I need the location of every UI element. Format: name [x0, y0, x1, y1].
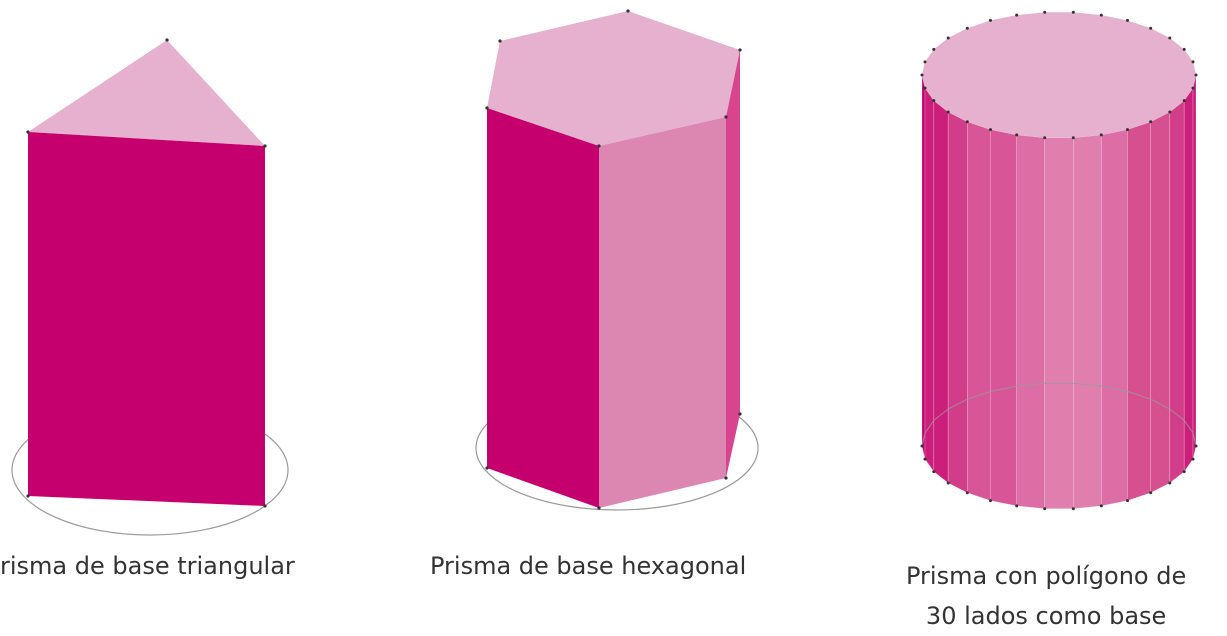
thirty-top-vertex: [1071, 10, 1075, 14]
thirty-side-face: [1169, 99, 1185, 484]
triangular-top-face: [28, 40, 265, 146]
thirty-side-face: [1101, 129, 1128, 507]
thirty-top-vertex: [946, 110, 950, 114]
thirty-top-vertex: [1126, 128, 1129, 132]
caption-triangular: risma de base triangular: [0, 552, 295, 580]
thirty-top-vertex: [1191, 86, 1195, 90]
caption-thirty-gon-line-2: 30 lados como base: [925, 602, 1167, 630]
hexagonal-vertices: [485, 9, 742, 510]
thirty-top-vertex: [1182, 47, 1186, 51]
thirty-top-vertex: [1015, 13, 1019, 17]
thirty-side-face: [1044, 137, 1074, 510]
caption-hexagonal-line-1: Prisma de base hexagonal: [430, 552, 747, 580]
thirty-top-vertex: [1126, 18, 1129, 22]
thirty-top-vertex: [1099, 13, 1103, 17]
thirty-top-vertex: [989, 18, 992, 22]
triangular-vertices: [26, 38, 267, 508]
thirty-top-vertex: [932, 99, 936, 103]
thirty-top-vertex: [989, 128, 992, 132]
thirty-side-face: [1127, 121, 1151, 502]
thirty-side-face: [1016, 134, 1045, 510]
thirty-top-vertex: [923, 60, 927, 64]
thirty-top-vertex: [1182, 99, 1186, 103]
thirty-side-face: [924, 87, 935, 473]
triangular-front-face: [28, 132, 265, 506]
thirty-top-vertex: [1043, 10, 1047, 14]
thirty-top-vertex: [965, 120, 969, 124]
thirty-side-face: [966, 121, 991, 502]
thirty-top-vertex: [1043, 136, 1047, 140]
thirty-top-vertex: [1015, 133, 1019, 137]
hexagonal-top-face: [487, 11, 740, 146]
thirty-side-face: [1183, 87, 1194, 473]
thirty-top-vertex: [1149, 120, 1153, 124]
thirty-side-face: [1150, 111, 1171, 494]
thirty-top-vertex: [1168, 36, 1172, 40]
thirty-top-vertex: [932, 47, 936, 51]
thirty-side-face: [921, 74, 926, 460]
thirty-side-face: [990, 129, 1018, 507]
caption-hexagonal: Prisma de base hexagonal: [430, 552, 746, 580]
thirty-top-vertex: [1149, 26, 1153, 30]
thirty-top-vertex: [1191, 60, 1195, 64]
caption-triangular-line-1: risma de base triangular: [0, 552, 295, 580]
thirty-bottom-vertex: [1149, 491, 1153, 495]
hexagonal-left-face: [487, 108, 599, 508]
thirty-bottom-vertex: [965, 491, 969, 495]
thirty-side-face: [947, 111, 968, 494]
thirty-top-vertex: [1071, 136, 1075, 140]
thirty-top-vertex: [946, 36, 950, 40]
thirty-bottom-vertex: [1099, 504, 1103, 508]
hexagonal-right-face: [599, 117, 726, 508]
hexagonal-side-face: [726, 50, 740, 478]
thirty-top-face: [922, 12, 1196, 138]
caption-thirty-gon: Prisma con polígono de 30 lados como bas…: [906, 556, 1186, 636]
thirty-side-face: [933, 99, 949, 484]
thirty-bottom-vertex: [1015, 504, 1019, 508]
thirty-top-vertex: [1168, 110, 1172, 114]
thirty-top-vertex: [965, 26, 969, 30]
thirty-bottom-vertex: [1182, 470, 1186, 474]
thirty-bottom-vertex: [920, 444, 924, 448]
thirty-hidden-base-edge: [921, 382, 1197, 447]
thirty-side-face: [1073, 134, 1102, 510]
triangular-prism: [11, 38, 289, 536]
thirty-side-face: [1192, 74, 1197, 460]
thirty-bottom-vertex: [1194, 444, 1198, 448]
thirty-bottom-vertex: [1043, 507, 1047, 511]
thirty-bottom-vertex: [1071, 507, 1075, 511]
thirty-top-vertex: [1099, 133, 1103, 137]
thirty-top-vertex: [923, 86, 927, 90]
thirty-top-vertex: [1194, 73, 1198, 77]
thirty-bottom-vertex: [932, 470, 936, 474]
thirty-bottom-vertex: [1168, 481, 1172, 485]
hexagonal-prism: [475, 9, 759, 511]
thirty-bottom-vertex: [1191, 457, 1195, 461]
thirty-bottom-vertex: [989, 499, 992, 503]
caption-thirty-gon-line-1: Prisma con polígono de: [906, 562, 1187, 590]
thirty-gon-prism: [920, 10, 1198, 511]
thirty-bottom-vertex: [946, 481, 950, 485]
thirty-bottom-vertex: [923, 457, 927, 461]
thirty-bottom-vertex: [1126, 499, 1129, 503]
thirty-top-vertex: [920, 73, 924, 77]
